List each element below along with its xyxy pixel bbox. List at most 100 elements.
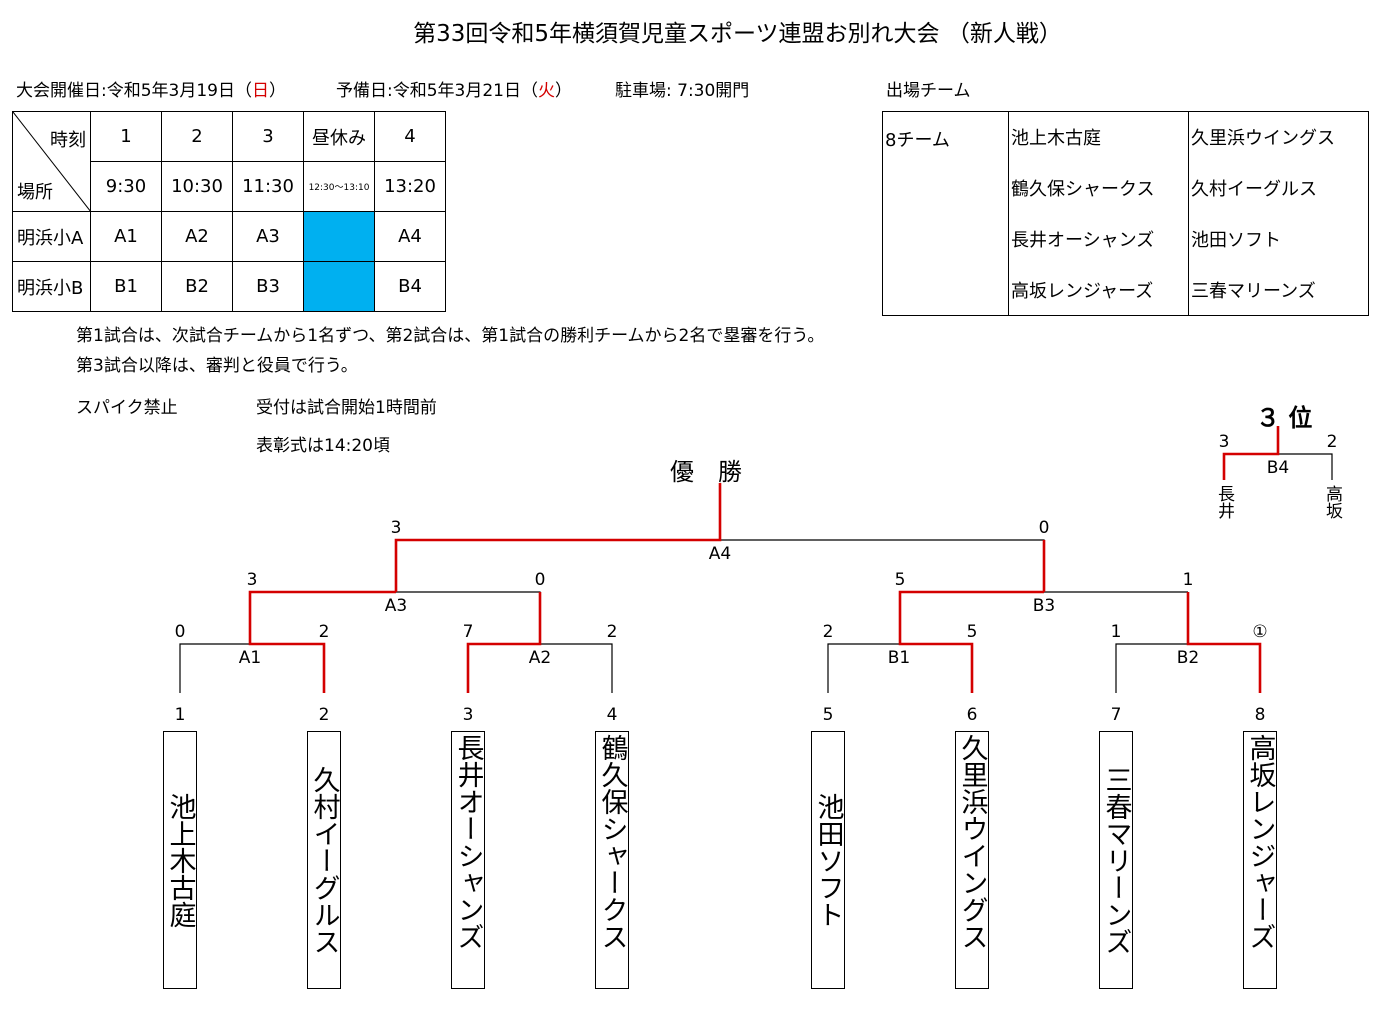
game-cell: B3 <box>232 261 304 312</box>
match-label: B2 <box>1176 648 1200 668</box>
team-name: 池上木古庭 <box>1008 111 1189 163</box>
team-box: 長井オーシャンズ <box>451 731 485 989</box>
seed-number: 1 <box>174 705 186 725</box>
lunch-cell <box>303 261 375 312</box>
note-umpire-rule: 第1試合は、次試合チームから1名ずつ、第2試合は、第1試合の勝利チームから2名で… <box>76 326 825 346</box>
match-label: B3 <box>1032 596 1056 616</box>
schedule-corner-cell: 時刻 場所 <box>12 111 91 212</box>
teams-heading: 出場チーム <box>886 81 971 101</box>
winner-line <box>466 592 542 693</box>
seed-number: 3 <box>462 705 474 725</box>
third-place-label: ３ 位 <box>1256 404 1313 432</box>
game-cell: A1 <box>90 211 162 262</box>
score: 2 <box>318 622 330 642</box>
tournament-date: 大会開催日:令和5年3月19日（日） <box>16 81 286 101</box>
game-cell: B4 <box>374 261 446 312</box>
page-title: 第33回令和5年横須賀児童スポーツ連盟お別れ大会 （新人戦） <box>413 21 1062 47</box>
seed-number: 7 <box>1110 705 1122 725</box>
team-name: 鶴久保シャークス <box>1008 162 1189 214</box>
match-label: A2 <box>528 648 552 668</box>
winner-line <box>1186 592 1262 693</box>
note-referee-rule: 第3試合以降は、審判と役員で行う。 <box>76 356 358 376</box>
team-box: 三春マリーンズ <box>1099 731 1133 989</box>
round-header: 1 <box>90 111 162 162</box>
score: 0 <box>534 570 546 590</box>
game-cell: A4 <box>374 211 446 262</box>
place-header: 場所 <box>17 182 53 203</box>
winner-line <box>1222 426 1280 480</box>
bracket-line <box>179 643 250 693</box>
game-cell: A3 <box>232 211 304 262</box>
reserve-date: 予備日:令和5年3月21日（火） <box>336 81 572 101</box>
seed-number: 2 <box>318 705 330 725</box>
lunch-cell <box>303 211 375 262</box>
bracket-line <box>720 539 1045 592</box>
seed-number: 4 <box>606 705 618 725</box>
score: ① <box>1252 622 1268 642</box>
game-cell: B1 <box>90 261 162 312</box>
time-cell: 11:30 <box>232 161 304 212</box>
team-box: 池上木古庭 <box>163 731 197 989</box>
seed-number: 8 <box>1254 705 1266 725</box>
team-box: 久里浜ウイングス <box>955 731 989 989</box>
score: 5 <box>894 570 906 590</box>
bracket-line <box>1115 643 1188 693</box>
game-cell: A2 <box>161 211 233 262</box>
score: 7 <box>462 622 474 642</box>
round-header: 昼休み <box>303 111 375 162</box>
match-label: A3 <box>384 596 408 616</box>
score: 5 <box>966 622 978 642</box>
team-box: 鶴久保シャークス <box>595 731 629 989</box>
seed-number: 6 <box>966 705 978 725</box>
round-header: 3 <box>232 111 304 162</box>
note-spike-ban: スパイク禁止 <box>76 398 178 418</box>
team-name: 三春マリーンズ <box>1188 264 1369 316</box>
third-place-team-left: 長井 <box>1214 485 1234 519</box>
match-label: A1 <box>238 648 262 668</box>
game-cell: B2 <box>161 261 233 312</box>
champion-label: 優 勝 <box>670 458 742 486</box>
parking-info: 駐車場: 7:30開門 <box>615 81 750 101</box>
teams-table: 8チーム 池上木古庭 久里浜ウイングス 鶴久保シャークス 久村イーグルス 長井オ… <box>882 111 1369 316</box>
match-label: B1 <box>887 648 911 668</box>
score: 2 <box>606 622 618 642</box>
time-header: 時刻 <box>50 130 86 151</box>
bracket-line <box>827 643 900 693</box>
team-name: 久村イーグルス <box>1188 162 1369 214</box>
seed-number: 5 <box>822 705 834 725</box>
place-cell: 明浜小B <box>12 261 91 312</box>
winner-line <box>394 483 722 592</box>
reserve-day: 火 <box>538 81 555 101</box>
team-box: 高坂レンジャーズ <box>1243 731 1277 989</box>
score: 2 <box>1326 432 1338 452</box>
date-day: 日 <box>252 81 269 101</box>
team-count: 8チーム <box>882 111 1009 316</box>
score: 3 <box>246 570 258 590</box>
team-name: 長井オーシャンズ <box>1008 213 1189 265</box>
match-label: B4 <box>1266 458 1290 478</box>
place-cell: 明浜小A <box>12 211 91 262</box>
winner-line <box>898 590 1044 693</box>
third-place-team-right: 高坂 <box>1322 485 1342 519</box>
bracket-line <box>540 643 613 693</box>
team-name: 久里浜ウイングス <box>1188 111 1369 163</box>
note-reception: 受付は試合開始1時間前 <box>256 398 437 418</box>
score: 0 <box>1038 518 1050 538</box>
score: 2 <box>822 622 834 642</box>
time-cell: 10:30 <box>161 161 233 212</box>
time-cell: 13:20 <box>374 161 446 212</box>
score: 1 <box>1182 570 1194 590</box>
score: 3 <box>1218 432 1230 452</box>
schedule-table: 時刻 場所 1 2 3 昼休み 4 9:30 10:30 11:30 12:30… <box>12 111 446 312</box>
score: 0 <box>174 622 186 642</box>
team-name: 高坂レンジャーズ <box>1008 264 1189 316</box>
match-label: A4 <box>708 544 732 564</box>
team-name: 池田ソフト <box>1188 213 1369 265</box>
winner-line <box>248 590 396 693</box>
note-ceremony: 表彰式は14:20頃 <box>256 436 390 456</box>
team-box: 池田ソフト <box>811 731 845 989</box>
bracket-line <box>1278 453 1333 480</box>
score: 3 <box>390 518 402 538</box>
score: 1 <box>1110 622 1122 642</box>
